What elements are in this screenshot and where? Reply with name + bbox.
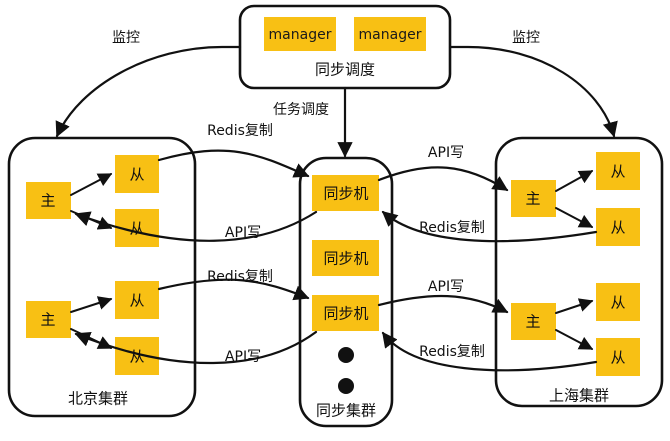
- edge-label-redis-replicate-left-top: Redis复制: [207, 122, 273, 139]
- edge-api-write-right-bottom: [377, 294, 509, 314]
- shanghai-slave-1b-label: 从: [610, 219, 625, 237]
- beijing-slave-2b-label: 从: [129, 348, 144, 366]
- edge-label-redis-replicate-left-bottom: Redis复制: [207, 268, 273, 285]
- shanghai-slave-1a-label: 从: [610, 163, 625, 181]
- beijing-slave-1a-label: 从: [129, 166, 144, 184]
- edge-shanghai-master1-slave1a: [555, 170, 594, 192]
- shanghai-slave-2a[interactable]: [596, 283, 640, 321]
- beijing-master-1[interactable]: [26, 182, 71, 219]
- edge-api-write-right-top: [377, 166, 509, 192]
- edge-redis-replicate-right-bottom: [381, 331, 598, 372]
- edge-beijing-master1-slave1a: [70, 173, 113, 196]
- edge-monitor-left: [55, 45, 242, 138]
- beijing-slave-1b-label: 从: [129, 220, 144, 238]
- beijing-master-2-label: 主: [40, 311, 55, 329]
- edge-api-write-left-bottom: [74, 330, 318, 365]
- edge-label-task-schedule: 任务调度: [273, 102, 329, 118]
- edge-redis-replicate-right-top: [381, 210, 598, 243]
- manager-node-2-label: manager: [359, 27, 422, 43]
- shanghai-slave-1b[interactable]: [596, 208, 640, 246]
- shanghai-slave-2b[interactable]: [596, 338, 640, 376]
- manager-node-1[interactable]: [264, 17, 336, 51]
- shanghai-master-2-label: 主: [525, 313, 540, 331]
- cluster-beijing-label: 北京集群: [68, 390, 128, 408]
- shanghai-slave-2a-label: 从: [610, 294, 625, 312]
- sync-ellipsis-dot-2: [338, 378, 354, 394]
- beijing-slave-2a[interactable]: [115, 281, 159, 319]
- sync-node-2[interactable]: [312, 240, 379, 276]
- edge-label-api-write-right-bottom: API写: [428, 279, 464, 295]
- sync-node-1-label: 同步机: [323, 185, 368, 203]
- beijing-master-2[interactable]: [26, 301, 71, 338]
- edge-label-api-write-left-top: API写: [225, 225, 261, 241]
- cluster-shanghai-label: 上海集群: [549, 387, 609, 405]
- manager-node-2[interactable]: [354, 17, 426, 51]
- beijing-slave-1a[interactable]: [115, 155, 159, 193]
- sync-node-1[interactable]: [312, 175, 379, 211]
- sync-node-2-label: 同步机: [323, 250, 368, 268]
- edge-label-api-write-right-top: API写: [428, 145, 464, 161]
- edge-api-write-left-top: [74, 210, 318, 242]
- beijing-master-1-label: 主: [40, 192, 55, 210]
- sync-node-3-label: 同步机: [323, 305, 368, 323]
- edge-redis-replicate-left-bottom: [157, 278, 310, 301]
- edge-label-redis-replicate-right-top: Redis复制: [419, 219, 485, 236]
- edge-label-monitor-left: 监控: [112, 30, 140, 46]
- shanghai-master-1-label: 主: [525, 190, 540, 208]
- sync-node-3[interactable]: [312, 295, 379, 331]
- shanghai-slave-2b-label: 从: [610, 349, 625, 367]
- sync-ellipsis-dot-1: [338, 347, 354, 363]
- edge-redis-replicate-left-top: [157, 149, 310, 178]
- shanghai-master-2[interactable]: [511, 303, 556, 340]
- edge-label-api-write-left-bottom: API写: [225, 349, 261, 365]
- edge-shanghai-master1-slave1b: [555, 207, 594, 228]
- beijing-slave-2a-label: 从: [129, 292, 144, 310]
- edge-label-redis-replicate-right-bottom: Redis复制: [419, 343, 485, 360]
- edge-shanghai-master2-slave2a: [555, 298, 594, 314]
- scheduler-box[interactable]: manager manager 同步调度: [238, 4, 452, 90]
- edge-monitor-right: [448, 45, 618, 138]
- shanghai-master-1[interactable]: [511, 180, 556, 217]
- manager-node-1-label: manager: [269, 27, 332, 43]
- cluster-sync-label: 同步集群: [316, 402, 376, 420]
- edge-label-monitor-right: 监控: [512, 30, 540, 46]
- edge-shanghai-master2-slave2b: [555, 329, 594, 350]
- edge-beijing-master2-slave2a: [70, 296, 113, 313]
- scheduler-label: 同步调度: [315, 61, 375, 79]
- shanghai-slave-1a[interactable]: [596, 152, 640, 190]
